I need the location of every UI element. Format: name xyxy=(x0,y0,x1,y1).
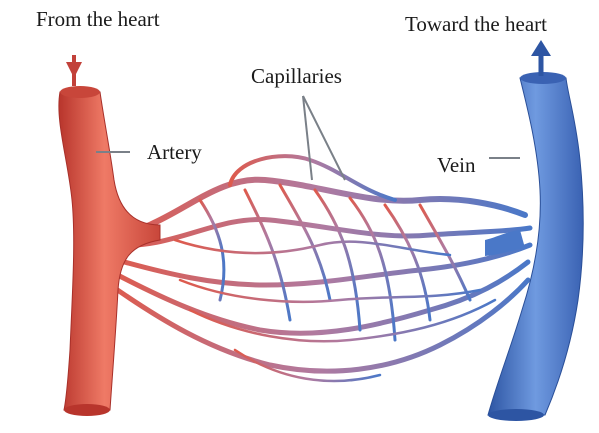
vein-label: Vein xyxy=(437,155,476,176)
capillaries-label: Capillaries xyxy=(251,66,342,87)
artery-label: Artery xyxy=(147,142,202,163)
toward-heart-label: Toward the heart xyxy=(405,14,547,35)
flow-toward-heart-arrow xyxy=(531,40,551,76)
capillary-leader-line-1 xyxy=(303,96,312,180)
capillary-network xyxy=(106,156,530,381)
flow-from-heart-arrow xyxy=(66,55,82,86)
from-heart-label: From the heart xyxy=(36,9,160,30)
artery-vessel xyxy=(59,86,160,416)
vein-vessel xyxy=(485,72,583,421)
